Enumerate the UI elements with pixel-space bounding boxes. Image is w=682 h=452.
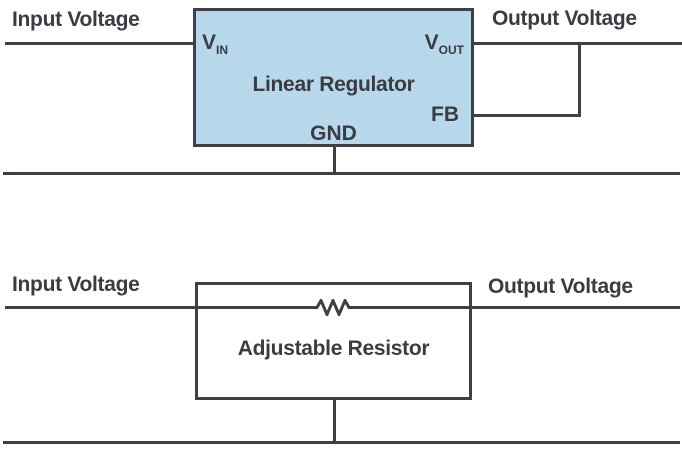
- ground-rail-bottom: [3, 441, 680, 444]
- gnd-pin-label: GND: [310, 122, 357, 145]
- gnd-wire-vertical-top: [333, 145, 336, 175]
- fb-pin-label: FB: [431, 103, 459, 126]
- vout-pin-sub: OUT: [438, 43, 464, 57]
- vin-pin-sub: IN: [216, 43, 229, 57]
- ground-rail-top: [3, 172, 680, 175]
- linear-regulator-block: VIN VOUT Linear Regulator FB GND: [193, 8, 474, 147]
- linear-regulator-title: Linear Regulator: [252, 73, 415, 96]
- feedback-wire-vertical: [578, 42, 581, 117]
- adjustable-resistor-title: Adjustable Resistor: [237, 337, 430, 360]
- output-voltage-label-top: Output Voltage: [492, 7, 637, 30]
- output-wire-top: [472, 42, 682, 45]
- vout-pin-main: V: [424, 31, 439, 54]
- input-voltage-label-bottom: Input Voltage: [12, 273, 140, 296]
- output-wire-bottom: [353, 306, 680, 309]
- gnd-wire-vertical-bottom: [333, 398, 336, 444]
- output-voltage-label-bottom: Output Voltage: [488, 275, 633, 298]
- vin-pin-main: V: [202, 31, 217, 54]
- vin-pin-label: VIN: [202, 31, 228, 57]
- input-voltage-label-top: Input Voltage: [12, 8, 140, 31]
- input-wire-bottom: [5, 306, 313, 309]
- feedback-wire-horizontal: [472, 114, 581, 117]
- resistor-zigzag-icon: [311, 299, 355, 316]
- input-wire-top: [5, 42, 193, 45]
- vout-pin-label: VOUT: [425, 31, 464, 57]
